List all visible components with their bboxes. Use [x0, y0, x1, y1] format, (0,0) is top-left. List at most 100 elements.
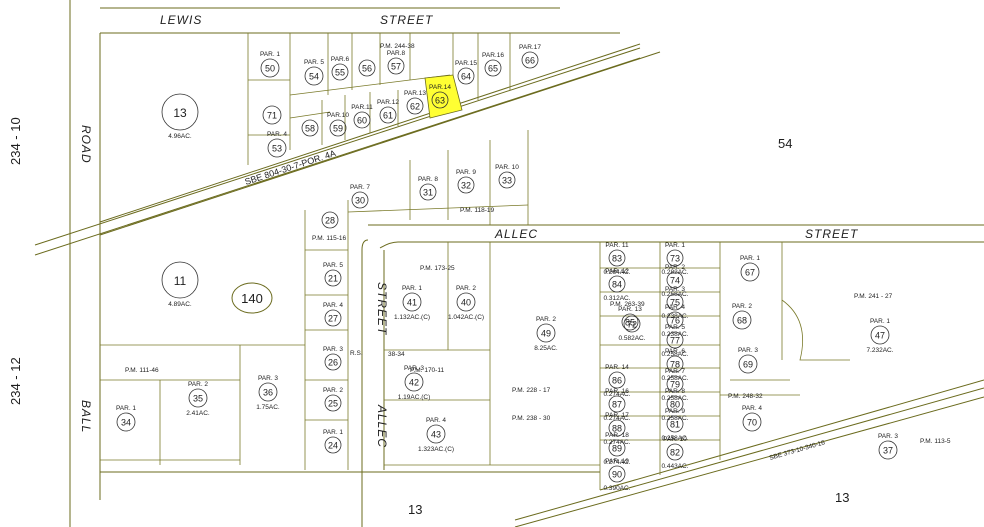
parcel-circle-61[interactable]: [379, 106, 397, 124]
parcel-circle-13[interactable]: [161, 93, 199, 131]
parcel-circle-27[interactable]: [324, 309, 342, 327]
parcel-circle-72[interactable]: [623, 315, 641, 333]
parcel-acres-84: 0.312AC.: [603, 295, 630, 302]
parcel-circle-47[interactable]: [870, 325, 890, 345]
parcel-circle-21[interactable]: [324, 269, 342, 287]
parcel-circle-62[interactable]: [406, 97, 424, 115]
parcel-circle-43[interactable]: [426, 424, 446, 444]
parcel-circle-37[interactable]: [878, 440, 898, 460]
parcel-number-47: 47: [875, 331, 885, 341]
parcel-number-70: 70: [747, 418, 757, 428]
parcel-par-57: PAR.8: [387, 50, 406, 57]
parcel-acres-82: 0.443AC.: [661, 463, 688, 470]
parcel-circle-31[interactable]: [419, 183, 437, 201]
parcel-circle-55[interactable]: [331, 63, 349, 81]
parcel-circle-70[interactable]: [742, 412, 762, 432]
parcel-circle-53[interactable]: [267, 138, 287, 158]
parcel-circle-28[interactable]: [321, 211, 339, 229]
parcel-circle-76[interactable]: [666, 311, 684, 329]
parcel-circle-64[interactable]: [457, 67, 475, 85]
parcel-par-74: PAR. 2: [665, 264, 685, 271]
small-lot-grid: [600, 267, 720, 441]
parcel-circle-42[interactable]: [404, 372, 424, 392]
parcel-acres-83: 0.264AC.: [603, 269, 630, 276]
parcel-circle-30[interactable]: [351, 191, 369, 209]
parcel-number-82: 82: [670, 448, 680, 458]
parcel-circle-40[interactable]: [456, 292, 476, 312]
parcel-circle-89[interactable]: [608, 439, 626, 457]
pm-238-30: P.M. 238 - 30: [512, 415, 551, 422]
parcel-circle-56[interactable]: [358, 59, 376, 77]
parcel-circle-88[interactable]: [608, 419, 626, 437]
highlighted-parcel-63[interactable]: [424, 74, 463, 119]
parcel-par-83: PAR. 11: [605, 242, 629, 249]
parcel-par-89: PAR. 18: [605, 432, 629, 439]
parcel-par-81: PAR. 9: [665, 408, 685, 415]
allec-street-right-label: STREET: [805, 227, 859, 241]
parcel-circle-86[interactable]: [608, 371, 626, 389]
parcel-number-81: 81: [670, 420, 680, 430]
parcel-circle-87[interactable]: [608, 395, 626, 413]
allec-top-label: ALLEC: [494, 227, 538, 241]
parcel-number-89: 89: [612, 444, 622, 454]
parcel-circle-82[interactable]: [666, 443, 684, 461]
parcel-par-90: PAR. 19: [605, 458, 629, 465]
parcel-circle-73[interactable]: [666, 249, 684, 267]
parcel-circle-65[interactable]: [484, 59, 502, 77]
parcel-circle-78[interactable]: [666, 355, 684, 373]
parcel-circle-80[interactable]: [666, 395, 684, 413]
parcel-circle-26[interactable]: [324, 353, 342, 371]
parcel-circle-67[interactable]: [740, 262, 760, 282]
parcel-number-87: 87: [612, 400, 622, 410]
pm-170-11: P.M. 170-11: [410, 367, 444, 374]
parcel-circle-59[interactable]: [329, 119, 347, 137]
parcel-circle-49[interactable]: [536, 323, 556, 343]
parcel-circle-33[interactable]: [498, 171, 516, 189]
road-label: ROAD: [79, 125, 93, 164]
parcel-circle-77[interactable]: [666, 331, 684, 349]
parcel-circle-35[interactable]: [188, 388, 208, 408]
parcel-circle-34[interactable]: [116, 412, 136, 432]
parcel-circle-85[interactable]: [621, 313, 639, 331]
parcel-number-34: 34: [121, 418, 131, 428]
parcel-number-49: 49: [541, 329, 551, 339]
parcel-circle-75[interactable]: [666, 293, 684, 311]
parcel-par-34: PAR. 1: [116, 405, 136, 412]
parcel-circle-58[interactable]: [301, 119, 319, 137]
parcel-circle-81[interactable]: [666, 415, 684, 433]
pm-118-19: P.M. 118-19: [460, 207, 494, 214]
parcel-par-82: PAR. 10: [663, 436, 687, 443]
parcel-circle-79[interactable]: [666, 375, 684, 393]
parcel-acres-49: 8.25AC.: [534, 345, 558, 352]
parcel-circle-57[interactable]: [387, 57, 405, 75]
parcel-par-24: PAR. 1: [323, 429, 343, 436]
parcel-circle-11[interactable]: [161, 261, 199, 299]
parcel-circle-74[interactable]: [666, 271, 684, 289]
parcel-circle-68[interactable]: [732, 310, 752, 330]
parcel-circle-90[interactable]: [608, 465, 626, 483]
parcel-circle-36[interactable]: [258, 382, 278, 402]
parcel-circle-83[interactable]: [608, 249, 626, 267]
pm-241-27: P.M. 241 - 27: [854, 293, 893, 300]
parcel-circle-63[interactable]: [431, 91, 449, 109]
parcel-circle-71[interactable]: [262, 105, 282, 125]
parcel-acres-79: 0.258AC.: [661, 395, 688, 402]
parcel-circle-54[interactable]: [304, 66, 324, 86]
parcel-circle-41[interactable]: [402, 292, 422, 312]
parcel-circle-25[interactable]: [324, 394, 342, 412]
parcel-par-49: PAR. 2: [536, 316, 556, 323]
parcel-circle-69[interactable]: [738, 354, 758, 374]
parcel-circle-24[interactable]: [324, 436, 342, 454]
parcel-circle-32[interactable]: [457, 176, 475, 194]
parcel-circle-84[interactable]: [608, 275, 626, 293]
book-13-center: 13: [408, 502, 422, 517]
parcel-circle-60[interactable]: [353, 111, 371, 129]
parcel-number-35: 35: [193, 394, 203, 404]
parcel-circle-66[interactable]: [521, 51, 539, 69]
parcel-number-77: 77: [670, 336, 680, 346]
parcel-circle-50[interactable]: [260, 58, 280, 78]
parcel-acres-86: 0.274AC.: [603, 391, 630, 398]
parcel-number-64: 64: [461, 72, 471, 82]
parcel-number-31: 31: [423, 188, 433, 198]
